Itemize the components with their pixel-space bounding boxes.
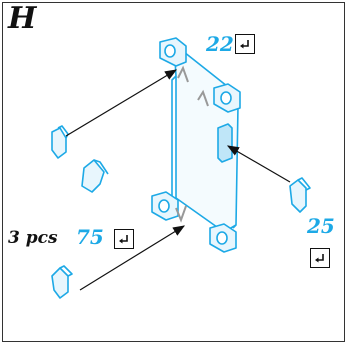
arrow-lower-clip xyxy=(79,225,186,291)
arrow-hook xyxy=(226,145,291,183)
callout-number-25: 25 xyxy=(307,214,335,238)
quantity-label: 3 pcs xyxy=(8,228,58,248)
callout-number-75: 75 xyxy=(76,225,104,249)
clip-part-lower-left xyxy=(51,265,73,299)
enter-icon xyxy=(235,34,255,54)
callout-number-22: 22 xyxy=(206,32,234,56)
enter-icon xyxy=(310,248,330,268)
clip-part-upper-left xyxy=(51,125,69,159)
assembly-arrows xyxy=(65,69,291,291)
clip-part-middle xyxy=(81,159,109,193)
clip-marker-top xyxy=(177,65,209,107)
enter-icon xyxy=(114,229,134,249)
step-letter: H xyxy=(8,1,37,36)
bracket-plate xyxy=(151,37,241,253)
hook-part-right xyxy=(289,177,311,213)
arrow-upper-clip xyxy=(65,69,178,137)
clip-marker-bottom xyxy=(175,205,187,223)
